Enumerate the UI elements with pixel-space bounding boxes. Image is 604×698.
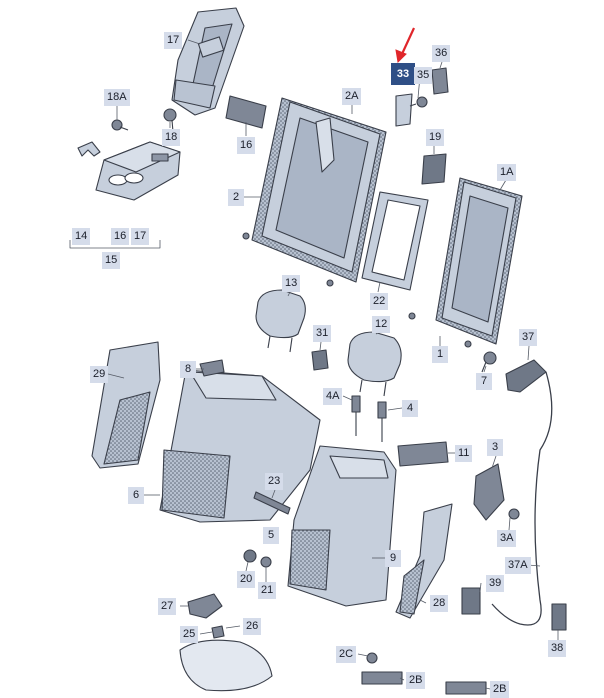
callout-15[interactable]: 15	[102, 252, 121, 269]
part-screw-7	[481, 351, 497, 373]
callout-35[interactable]: 35	[414, 67, 433, 84]
part-backrest-frame-1	[408, 177, 523, 348]
callout-14[interactable]: 14	[72, 228, 91, 245]
callout-29[interactable]: 29	[90, 366, 109, 383]
callout-31[interactable]: 31	[313, 325, 332, 342]
bracket-15	[69, 240, 161, 249]
callout-16-cupholder[interactable]: 16	[111, 228, 130, 245]
callout-12[interactable]: 12	[372, 316, 391, 333]
callout-17-cupholder[interactable]: 17	[131, 228, 150, 245]
callout-8[interactable]: 8	[180, 361, 196, 378]
part-lever-28	[395, 503, 453, 619]
part-backrest-cover-9	[287, 445, 397, 607]
callout-22[interactable]: 22	[370, 293, 389, 310]
callout-39[interactable]: 39	[486, 575, 505, 592]
part-bracket-33	[395, 93, 413, 127]
part-trim-11	[397, 441, 449, 467]
part-guide-4A	[351, 395, 361, 436]
part-cap-36	[431, 67, 449, 95]
part-latch-27	[187, 593, 223, 619]
callout-37A[interactable]: 37A	[505, 557, 531, 574]
part-backrest-cover-6	[159, 359, 321, 523]
callout-2B[interactable]: 2B	[406, 672, 426, 689]
part-headrest-12	[347, 331, 402, 397]
part-armrest-pad	[225, 95, 267, 129]
callout-2[interactable]: 2	[228, 189, 244, 206]
callout-4[interactable]: 4	[402, 400, 418, 417]
callout-2B-second[interactable]: 2B	[490, 681, 510, 698]
part-clip-25	[211, 625, 225, 639]
callout-1A[interactable]: 1A	[497, 164, 517, 181]
part-strip-23	[253, 491, 291, 515]
callout-6[interactable]: 6	[128, 487, 144, 504]
callout-3A[interactable]: 3A	[497, 530, 517, 547]
callout-2C[interactable]: 2C	[336, 646, 357, 663]
part-screw-3A	[508, 508, 520, 520]
part-backrest-frame	[242, 97, 387, 287]
part-cable-37A	[491, 371, 553, 626]
part-cushion	[179, 639, 273, 692]
part-box-39	[461, 587, 481, 615]
part-clip-31	[311, 349, 329, 371]
part-guide-4	[377, 401, 387, 442]
part-item-21	[260, 556, 272, 568]
callout-37[interactable]: 37	[519, 329, 538, 346]
callout-7[interactable]: 7	[476, 373, 492, 390]
part-recliner-3	[473, 463, 505, 521]
part-clip-14	[77, 141, 101, 157]
callout-28[interactable]: 28	[430, 595, 449, 612]
callout-26[interactable]: 26	[243, 618, 262, 635]
callout-20[interactable]: 20	[237, 571, 256, 588]
part-screw-2C	[366, 652, 378, 664]
callout-36[interactable]: 36	[432, 45, 451, 62]
part-armrest-frame	[171, 7, 245, 116]
part-item-38	[551, 603, 567, 631]
highlight-arrow	[395, 27, 415, 64]
callout-18[interactable]: 18	[162, 129, 181, 146]
part-screw-35	[409, 96, 428, 108]
part-headrest-13	[255, 289, 306, 353]
part-hinge-2B-second	[445, 681, 487, 695]
callout-16-armrest[interactable]: 16	[237, 137, 256, 154]
callout-21[interactable]: 21	[258, 582, 277, 599]
callout-9[interactable]: 9	[385, 550, 401, 567]
callout-17[interactable]: 17	[164, 32, 183, 49]
callout-25[interactable]: 25	[180, 626, 199, 643]
callout-1[interactable]: 1	[432, 346, 448, 363]
callout-38[interactable]: 38	[548, 640, 567, 657]
callout-4A[interactable]: 4A	[323, 388, 343, 405]
part-hinge-2B	[361, 671, 403, 685]
callout-19[interactable]: 19	[426, 129, 445, 146]
part-item-20	[243, 549, 257, 563]
callout-2A[interactable]: 2A	[342, 88, 362, 105]
part-lock-37	[505, 359, 547, 393]
callout-5[interactable]: 5	[263, 527, 279, 544]
callout-11[interactable]: 11	[455, 445, 473, 462]
callout-3[interactable]: 3	[487, 439, 503, 456]
part-switch-19	[421, 153, 447, 185]
callout-33-highlighted[interactable]: 33	[391, 63, 415, 85]
part-panel-22	[361, 191, 429, 291]
callout-27[interactable]: 27	[158, 598, 177, 615]
callout-23[interactable]: 23	[265, 473, 284, 490]
callout-18A[interactable]: 18A	[104, 89, 130, 106]
part-screw-18A	[111, 119, 129, 131]
callout-13[interactable]: 13	[282, 275, 301, 292]
part-cupholder	[95, 141, 181, 201]
